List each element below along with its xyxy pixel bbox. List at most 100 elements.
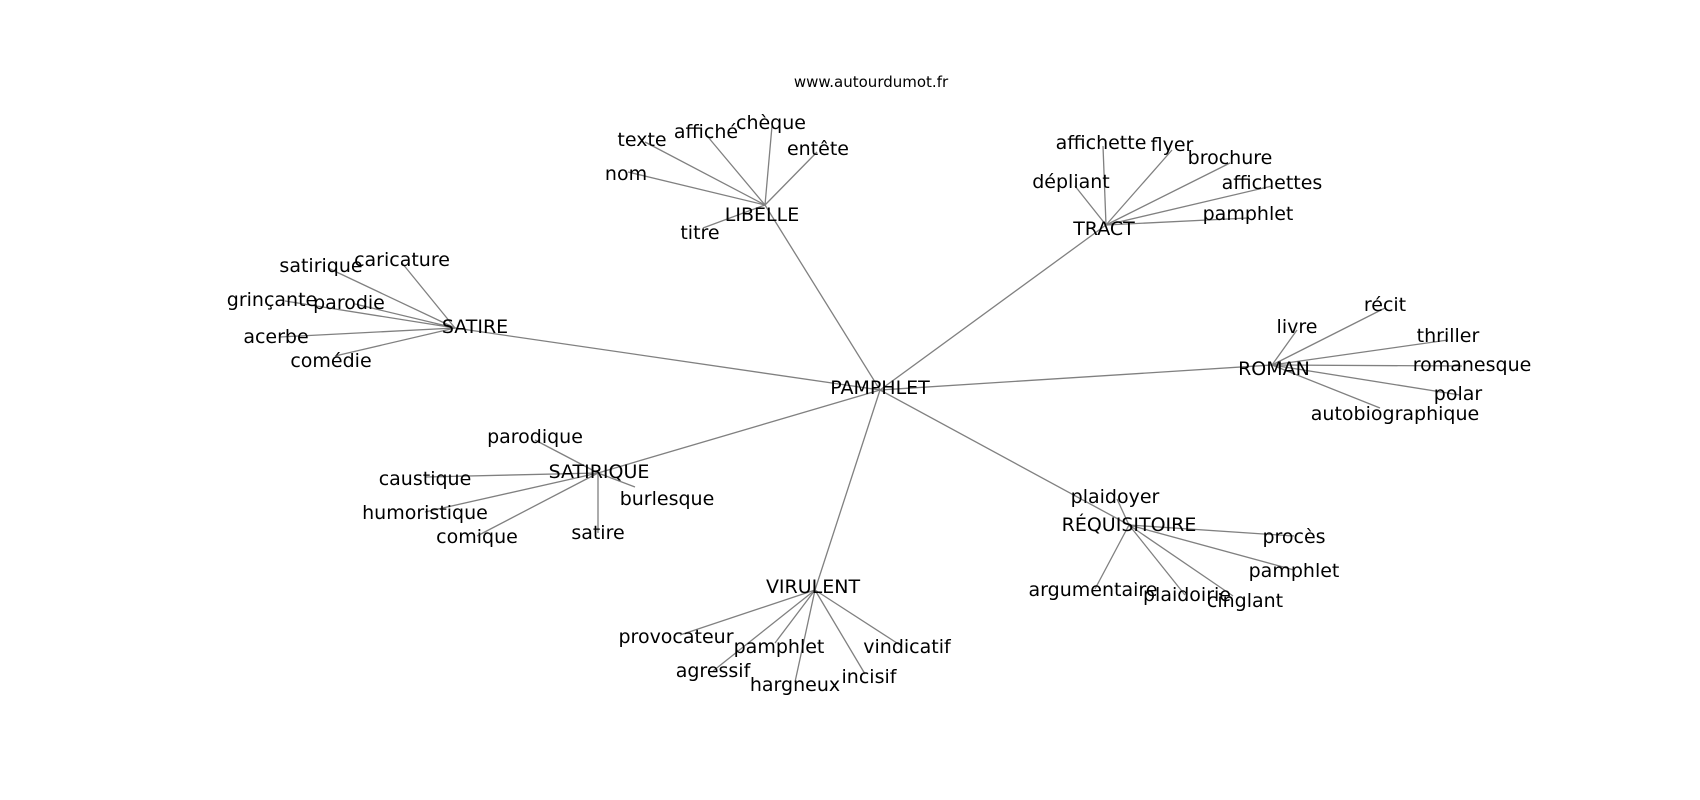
leaf-node-virulent-0[interactable]: provocateur	[618, 626, 733, 648]
leaf-node-requisitoire-1[interactable]: procès	[1262, 526, 1325, 548]
edge-tract-0	[1102, 145, 1107, 226]
edge-requisitoire-5	[1128, 524, 1234, 597]
leaf-node-tract-0[interactable]: affichette	[1056, 132, 1147, 154]
edge-roman-5	[1271, 364, 1381, 409]
edge-roman-3	[1271, 364, 1463, 367]
edge-libelle-3	[764, 151, 818, 206]
leaf-node-satirique-3[interactable]: comique	[436, 526, 518, 548]
edge-tract-2	[1105, 162, 1231, 226]
edge-tract-1	[1105, 149, 1173, 226]
leaf-node-tract-4[interactable]: affichettes	[1222, 172, 1323, 194]
leaf-node-requisitoire-4[interactable]: plaidoirie	[1143, 584, 1231, 606]
edge-satire-4	[279, 327, 456, 338]
leaf-node-libelle-5[interactable]: titre	[680, 222, 719, 244]
leaf-node-libelle-0[interactable]: texte	[617, 129, 666, 151]
hub-node-roman[interactable]: ROMAN	[1238, 358, 1310, 380]
edge-virulent-0	[679, 589, 816, 636]
edge-libelle-1	[707, 136, 766, 206]
edge-satirique-4	[597, 472, 636, 488]
edge-center-tract	[879, 224, 1107, 391]
leaf-node-virulent-5[interactable]: incisif	[842, 666, 898, 688]
leaf-node-requisitoire-3[interactable]: argumentaire	[1029, 579, 1158, 601]
edge-satire-0	[327, 267, 456, 329]
edge-requisitoire-2	[1128, 524, 1295, 571]
edge-virulent-5	[814, 589, 866, 675]
leaf-node-libelle-4[interactable]: nom	[605, 163, 647, 185]
edge-libelle-0	[644, 141, 766, 206]
edge-roman-2	[1271, 339, 1449, 366]
hub-node-libelle[interactable]: LIBELLE	[725, 204, 799, 226]
leaf-node-satirique-2[interactable]: humoristique	[362, 502, 488, 524]
leaf-node-satirique-5[interactable]: satire	[571, 522, 624, 544]
edge-satire-5	[334, 327, 456, 357]
leaf-node-tract-3[interactable]: dépliant	[1032, 171, 1110, 193]
leaf-node-satirique-1[interactable]: caustique	[379, 468, 472, 490]
leaf-node-tract-5[interactable]: pamphlet	[1203, 203, 1294, 225]
edge-center-roman	[879, 364, 1273, 391]
leaf-node-tract-2[interactable]: brochure	[1188, 147, 1273, 169]
edge-center-satirique	[597, 389, 881, 474]
leaf-node-satire-1[interactable]: caricature	[354, 249, 450, 271]
edge-libelle-4	[627, 171, 766, 206]
leaf-node-roman-1[interactable]: livre	[1277, 316, 1318, 338]
edge-tract-5	[1105, 217, 1249, 226]
edge-requisitoire-4	[1128, 524, 1186, 596]
center-word-node[interactable]: PAMPHLET	[830, 377, 930, 399]
edge-roman-4	[1271, 364, 1461, 396]
leaf-node-satire-2[interactable]: grinçante	[227, 289, 317, 311]
edge-libelle-5	[702, 204, 766, 229]
leaf-node-tract-1[interactable]: flyer	[1151, 134, 1194, 156]
edge-requisitoire-1	[1128, 524, 1295, 537]
leaf-node-libelle-2[interactable]: chèque	[736, 112, 806, 134]
edge-virulent-2	[814, 589, 901, 646]
edge-roman-0	[1271, 307, 1386, 366]
edge-center-satire	[454, 327, 881, 391]
hub-node-tract[interactable]: TRACT	[1072, 218, 1135, 240]
leaf-node-satirique-4[interactable]: burlesque	[620, 488, 715, 510]
leaf-node-roman-4[interactable]: polar	[1434, 383, 1483, 405]
graph-edges	[279, 125, 1463, 683]
hub-node-satirique[interactable]: SATIRIQUE	[549, 461, 650, 483]
edge-satirique-1	[424, 472, 599, 478]
leaf-node-roman-3[interactable]: romanesque	[1413, 354, 1532, 376]
leaf-node-roman-5[interactable]: autobiographique	[1311, 403, 1479, 425]
leaf-node-requisitoire-5[interactable]: cinglant	[1207, 590, 1283, 612]
edge-requisitoire-0	[1116, 498, 1130, 526]
edge-libelle-2	[764, 125, 773, 206]
leaf-node-satire-0[interactable]: satirique	[279, 255, 362, 277]
edge-requisitoire-3	[1094, 524, 1130, 590]
edge-satire-3	[354, 303, 456, 329]
hub-node-satire[interactable]: SATIRE	[442, 316, 508, 338]
edge-virulent-1	[774, 589, 816, 644]
leaf-node-requisitoire-0[interactable]: plaidoyer	[1071, 486, 1160, 508]
hub-node-virulent[interactable]: VIRULENT	[766, 576, 861, 598]
leaf-node-virulent-1[interactable]: pamphlet	[734, 636, 825, 658]
site-url-label[interactable]: www.autourdumot.fr	[794, 73, 949, 91]
edge-satirique-2	[424, 472, 599, 513]
edge-tract-3	[1074, 185, 1107, 226]
leaf-node-libelle-1[interactable]: affiché	[674, 121, 738, 143]
leaf-node-satire-3[interactable]: parodie	[313, 292, 385, 314]
edge-roman-1	[1271, 329, 1298, 366]
edge-center-libelle	[764, 204, 881, 391]
edge-center-requisitoire	[879, 389, 1130, 526]
leaf-node-satire-4[interactable]: acerbe	[243, 326, 308, 348]
leaf-node-libelle-3[interactable]: entête	[787, 138, 849, 160]
leaf-node-virulent-3[interactable]: agressif	[676, 660, 752, 682]
edge-tract-4	[1105, 185, 1273, 226]
edge-satire-2	[284, 300, 456, 329]
edge-virulent-4	[794, 589, 816, 683]
leaf-node-satire-5[interactable]: comédie	[290, 350, 371, 372]
leaf-node-roman-0[interactable]: récit	[1364, 294, 1406, 316]
leaf-node-virulent-2[interactable]: vindicatif	[863, 636, 952, 658]
leaf-node-satirique-0[interactable]: parodique	[487, 426, 583, 448]
edge-satirique-0	[534, 439, 599, 474]
leaf-node-roman-2[interactable]: thriller	[1417, 325, 1480, 347]
edge-virulent-3	[712, 589, 816, 672]
leaf-node-requisitoire-2[interactable]: pamphlet	[1249, 560, 1340, 582]
edge-center-virulent	[814, 389, 881, 591]
hub-node-requisitoire[interactable]: RÉQUISITOIRE	[1062, 513, 1197, 536]
leaf-node-virulent-4[interactable]: hargneux	[750, 674, 840, 696]
